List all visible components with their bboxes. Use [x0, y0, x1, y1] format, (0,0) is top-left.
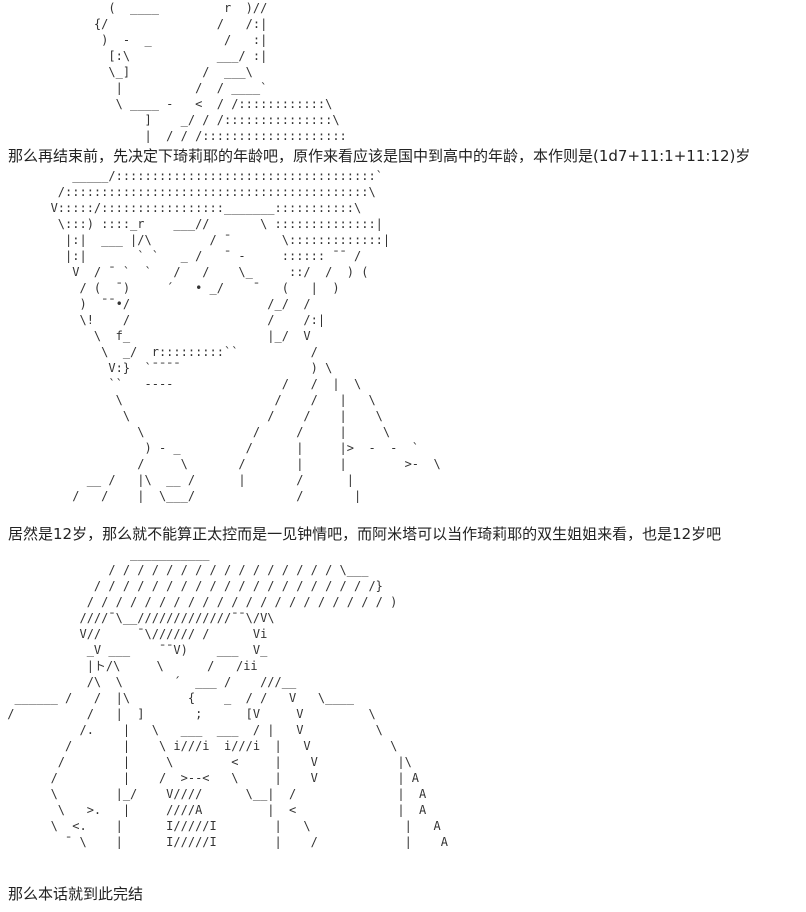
caption-first: 那么再结束前，先决定下琦莉耶的年龄吧，原作来看应该是国中到高中的年龄，本作则是(… — [8, 147, 751, 165]
ascii-art-top-figure: ( ____ r )// {/ / /:| ) - _ / :| [:\ ___… — [93, 1, 347, 143]
ascii-art-middle-figure: _____/::::::::::::::::::::::::::::::::::… — [50, 169, 441, 503]
caption-third: 那么本话就到此完结 — [8, 885, 144, 903]
caption-second: 居然是12岁，那么就不能算正太控而是一见钟情吧，而阿米塔可以当作琦莉耶的双生姐姐… — [8, 525, 722, 543]
ascii-art-bottom-figure: ___________ / / / / / / / / / / / / / / … — [7, 547, 448, 849]
